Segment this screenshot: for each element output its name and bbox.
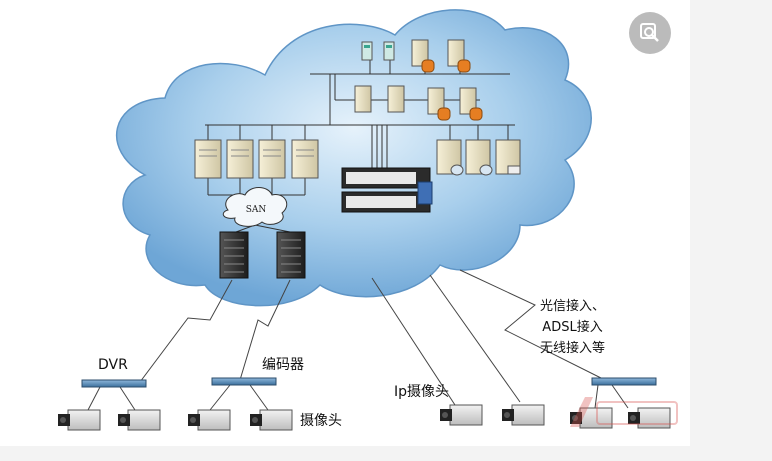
search-icon <box>640 23 659 42</box>
access-links <box>87 269 629 411</box>
rack-right <box>276 231 306 279</box>
camera <box>118 409 161 431</box>
encoder-switch <box>211 377 277 386</box>
ip-camera-label: Ip摄像头 <box>394 384 450 400</box>
camera <box>58 409 101 431</box>
access-methods-label: 光信接入、 ADSL接入 无线接入等 <box>540 296 605 359</box>
access-line: 光信接入、 <box>540 299 606 314</box>
server-group-left <box>194 139 319 179</box>
rack-left <box>219 231 249 279</box>
camera <box>628 407 671 429</box>
encoder-label: 编码器 <box>262 357 304 373</box>
access-line: ADSL接入 <box>542 320 603 335</box>
dvr-label: DVR <box>98 357 128 373</box>
camera <box>440 404 483 426</box>
right-margin <box>690 0 772 461</box>
camera <box>502 404 545 426</box>
bottom-margin <box>0 446 772 461</box>
camera <box>570 407 613 429</box>
camera <box>188 409 231 431</box>
camera <box>250 409 293 431</box>
access-line: 无线接入等 <box>540 341 606 356</box>
search-button[interactable] <box>629 12 671 54</box>
san-cloud: SAN <box>222 187 288 227</box>
dvr-switch <box>81 379 147 388</box>
server-group-right <box>436 139 521 176</box>
storage-array <box>341 167 433 213</box>
server-group-top <box>354 39 483 121</box>
camera-label: 摄像头 <box>300 413 342 429</box>
san-label: SAN <box>246 205 267 215</box>
access-switch <box>591 377 657 386</box>
